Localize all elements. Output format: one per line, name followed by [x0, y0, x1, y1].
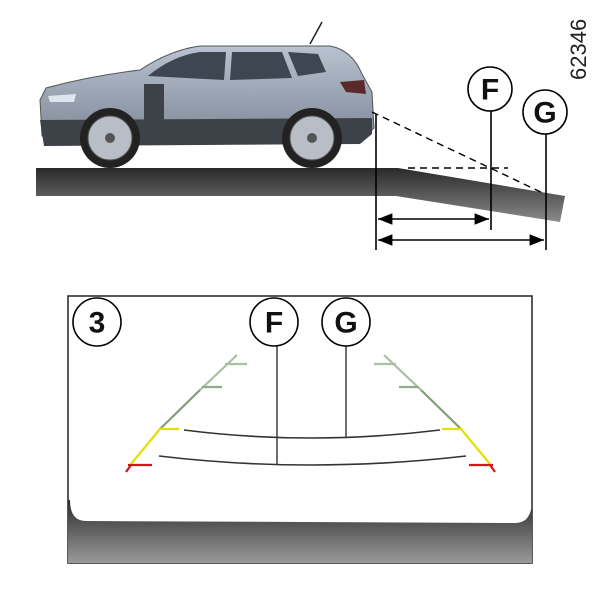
camera-label-f: F: [249, 297, 299, 347]
camera-view-panel: 3 F: [67, 295, 533, 564]
side-label-g: G: [522, 89, 568, 135]
car-illustration: [39, 21, 375, 168]
side-label-f: F: [467, 66, 513, 112]
right-guide-line: [374, 354, 496, 473]
bumper-band: [68, 500, 532, 563]
near-distance-arc: [158, 455, 467, 466]
camera-label-g-text: G: [334, 307, 357, 340]
camera-label-g: G: [321, 297, 371, 347]
panel-number-text: 3: [89, 307, 106, 340]
side-label-g-text: G: [533, 97, 556, 130]
far-distance-arc: [183, 429, 441, 439]
ground: [36, 168, 565, 222]
camera-sightline: [371, 111, 546, 195]
panel-number-badge: 3: [72, 297, 122, 347]
side-view: F G: [36, 21, 568, 250]
left-guide-line: [125, 354, 247, 473]
camera-label-f-text: F: [265, 307, 283, 340]
figure-reference-number: 62346: [566, 18, 591, 80]
side-label-f-text: F: [481, 74, 499, 107]
